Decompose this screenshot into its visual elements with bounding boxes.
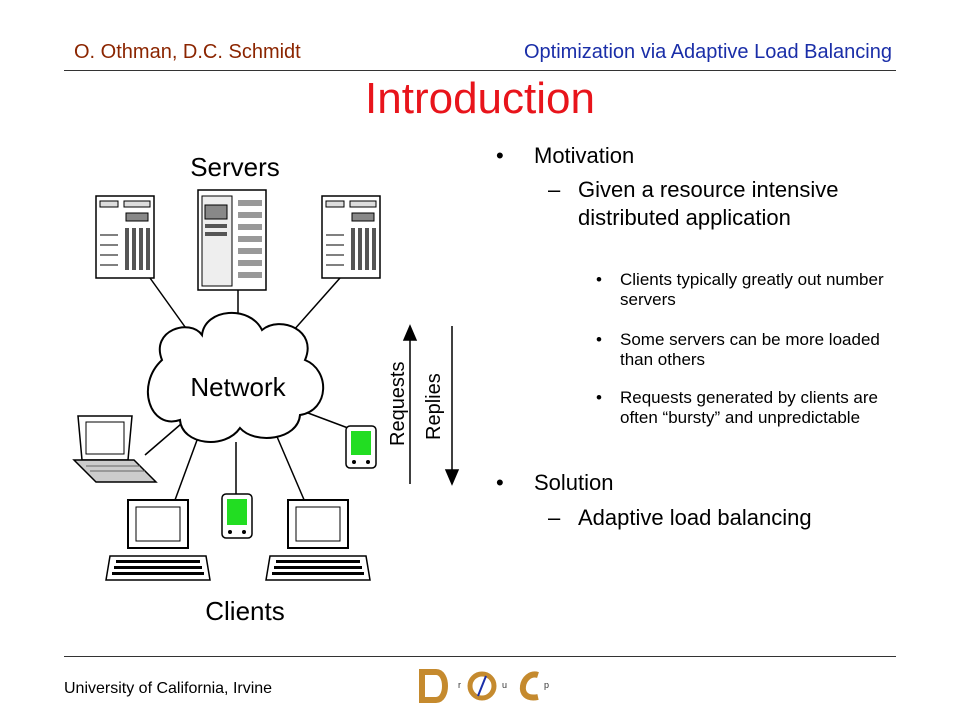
header-talk-title: Optimization via Adaptive Load Balancing — [523, 41, 892, 63]
bullet-dash: – — [548, 505, 561, 530]
server-tower-center — [197, 189, 267, 291]
desktop-icon-right — [265, 499, 371, 581]
point-2-text: Some servers can be more loaded than oth… — [620, 330, 880, 369]
svg-text:r: r — [458, 680, 461, 690]
pda-screen-right — [351, 431, 371, 455]
desktop-icon-left — [105, 499, 211, 581]
bullet-motivation-text: Motivation — [534, 143, 635, 168]
point-dot: • — [596, 270, 602, 289]
pda-icon-right — [345, 425, 377, 469]
svg-text:p: p — [544, 680, 549, 690]
request-reply-arrows — [402, 324, 460, 486]
point-dot: • — [596, 388, 602, 407]
point-3-text: Requests generated by clients are often … — [620, 388, 878, 427]
requests-label: Requests — [387, 362, 409, 447]
laptop-icon — [72, 415, 158, 483]
point-dot: • — [596, 330, 602, 349]
bullet-dot: • — [496, 143, 504, 168]
header-authors: O. Othman, D.C. Schmidt — [74, 41, 301, 63]
bullet-solution-text: Solution — [534, 470, 614, 495]
bullet-dot: • — [496, 470, 504, 495]
sub-bullet-solution-text: Adaptive load balancing — [578, 505, 812, 530]
server-tower-left — [95, 195, 155, 279]
clients-label: Clients — [205, 596, 284, 626]
bullet-dash: – — [548, 177, 561, 202]
replies-label: Replies — [423, 373, 445, 440]
footer-institution: University of California, Irvine — [64, 680, 273, 697]
svg-text:u: u — [502, 680, 507, 690]
pda-icon-center — [221, 493, 253, 539]
pda-screen-center — [227, 499, 247, 525]
network-cloud — [146, 312, 325, 443]
header-rule — [64, 70, 896, 71]
server-tower-right — [321, 195, 381, 279]
point-1-text: Clients typically greatly out number ser… — [620, 270, 884, 309]
network-label: Network — [190, 372, 286, 402]
slide-title: Introduction — [365, 74, 595, 123]
sub-bullet-motivation-text: Given a resource intensive distributed a… — [578, 177, 839, 230]
footer-rule — [64, 656, 896, 657]
servers-label: Servers — [190, 152, 280, 182]
doc-group-logo: r u p — [419, 669, 549, 703]
